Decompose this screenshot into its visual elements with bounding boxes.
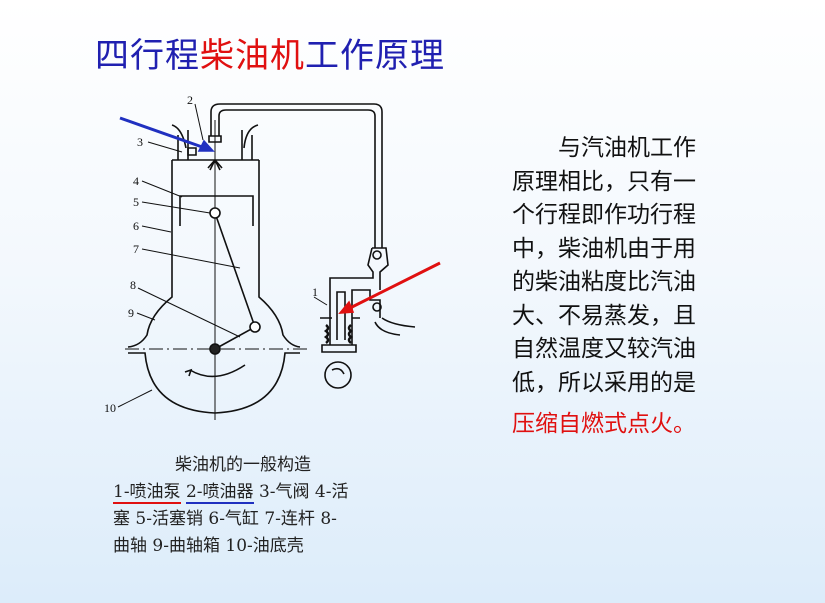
caption-item: 5-活塞销 (135, 509, 203, 529)
diagram-caption: 柴油机的一般构造 1-喷油泵 2-喷油器 3-气阀 4-活 塞 5-活塞销 6-… (113, 452, 348, 560)
caption-item: 2-喷油器 (185, 482, 254, 504)
caption-item: 1-喷油泵 (113, 482, 181, 504)
caption-line: 1-喷油泵 2-喷油器 3-气阀 4-活 (113, 479, 348, 506)
fuel-pipe (210, 103, 383, 248)
slide-title: 四行程柴油机工作原理 (95, 28, 445, 77)
text-line: 大、不易蒸发，且 (512, 302, 696, 329)
cylinder-wall (127, 160, 173, 348)
caption-title: 柴油机的一般构造 (175, 455, 311, 475)
text-line: 个行程即作功行程 (512, 202, 696, 228)
label-10: 10 (104, 401, 116, 415)
label-4: 4 (133, 174, 139, 188)
text-line: 中，柴油机由于用 (512, 235, 696, 262)
label-8: 8 (130, 278, 136, 292)
caption-item: 7-连杆 (264, 509, 315, 529)
text-line: 与汽油机工作 (558, 135, 696, 161)
caption-item: 4-活 (314, 482, 349, 502)
highlight-text: 压缩自燃式点火。 (512, 411, 696, 437)
caption-item: 9-曲轴箱 (152, 536, 220, 556)
red-arrow (347, 261, 441, 311)
caption-item: 8- (320, 509, 337, 529)
title-part-2: 柴油机 (200, 36, 305, 76)
caption-item: 3-气阀 (258, 482, 310, 502)
label-5: 5 (133, 195, 139, 209)
connecting-rod (214, 212, 256, 350)
text-line: 的柴油粘度比汽油 (512, 269, 696, 295)
label-1: 1 (312, 285, 318, 299)
label-7: 7 (133, 242, 139, 256)
caption-item: 10-油底壳 (225, 536, 304, 556)
text-line: 低，所以采用的是 (512, 369, 696, 396)
caption-line: 塞 5-活塞销 6-气缸 7-连杆 8- (113, 506, 348, 533)
piston (179, 195, 254, 226)
label-9: 9 (128, 306, 134, 320)
injector (208, 135, 222, 143)
valve (187, 147, 197, 156)
injection-pump (336, 291, 346, 340)
label-6: 6 (133, 219, 139, 233)
oil-pan (128, 352, 300, 414)
caption-item: 塞 (113, 509, 130, 529)
blue-arrow (119, 116, 206, 150)
caption-item: 曲轴 (113, 536, 147, 556)
label-2: 2 (187, 93, 193, 107)
label-3: 3 (137, 135, 143, 149)
text-line: 原理相比，只有一 (512, 168, 696, 195)
title-part-1: 四行程 (95, 36, 200, 76)
title-part-3: 工作原理 (305, 36, 445, 76)
caption-item: 6-气缸 (208, 509, 259, 529)
text-line: 自然温度又较汽油 (512, 336, 696, 362)
caption-line: 曲轴 9-曲轴箱 10-油底壳 (113, 533, 348, 560)
explanation-text: 与汽油机工作 原理相比，只有一 个行程即作功行程 中，柴油机由于用 的柴油粘度比… (512, 132, 737, 442)
